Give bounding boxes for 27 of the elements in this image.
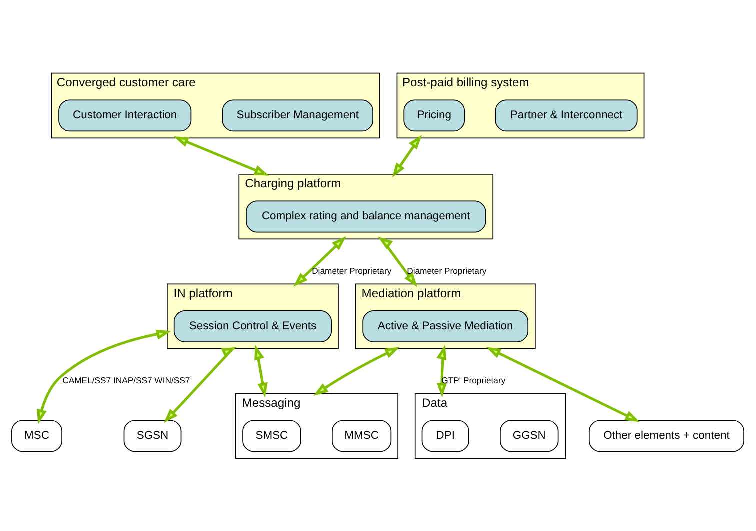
node-box: GGSN: [500, 420, 559, 452]
node-box: DPI: [422, 420, 470, 452]
arrow: [294, 236, 346, 286]
arrow: [436, 344, 448, 398]
node-box: MMSC: [332, 420, 392, 452]
arrow: [254, 344, 268, 398]
edge-label: CAMEL/SS7 INAP/SS7 WIN/SS7: [62, 374, 190, 385]
edge-label: Diameter Proprietary: [407, 265, 487, 276]
node-box: Subscriber Management: [222, 99, 374, 132]
arrow: [486, 346, 640, 422]
node-box: Other elements + content: [588, 420, 744, 452]
arrow: [164, 346, 237, 423]
node-box: Customer Interaction: [58, 99, 192, 132]
arrow: [174, 136, 270, 176]
arrow: [378, 236, 418, 287]
arrow: [392, 134, 422, 178]
arrow: [314, 346, 400, 396]
node-box: Session Control & Events: [174, 310, 332, 342]
node-box: MSC: [12, 420, 62, 452]
arrow: [36, 329, 172, 424]
node-box: Pricing: [404, 99, 466, 132]
node-box: Partner & Interconnect: [495, 99, 638, 132]
node-box: Active & Passive Mediation: [362, 310, 529, 342]
edge-label: Diameter Proprietary: [312, 265, 392, 276]
node-box: SMSC: [242, 420, 302, 452]
node-box: Complex rating and balance management: [246, 200, 486, 232]
node-box: SGSN: [124, 420, 182, 452]
